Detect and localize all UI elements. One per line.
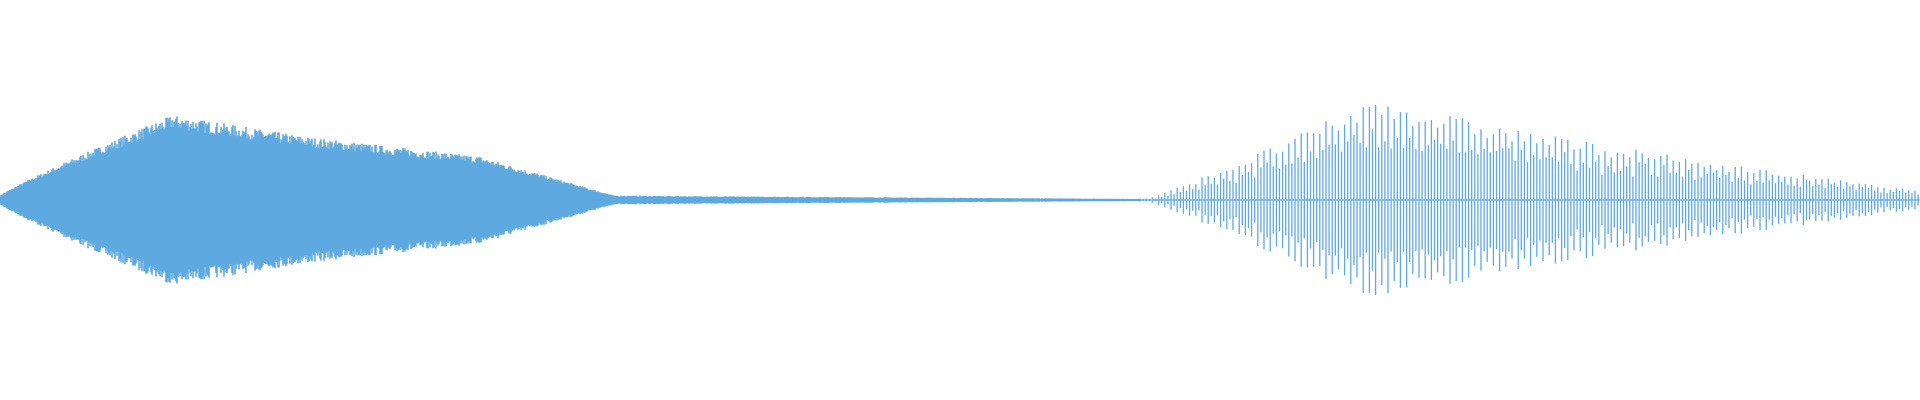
waveform-pulsed-trace [1139, 105, 1919, 295]
waveform-dense-section [0, 116, 1920, 284]
waveform-pulsed-section [1139, 105, 1919, 295]
